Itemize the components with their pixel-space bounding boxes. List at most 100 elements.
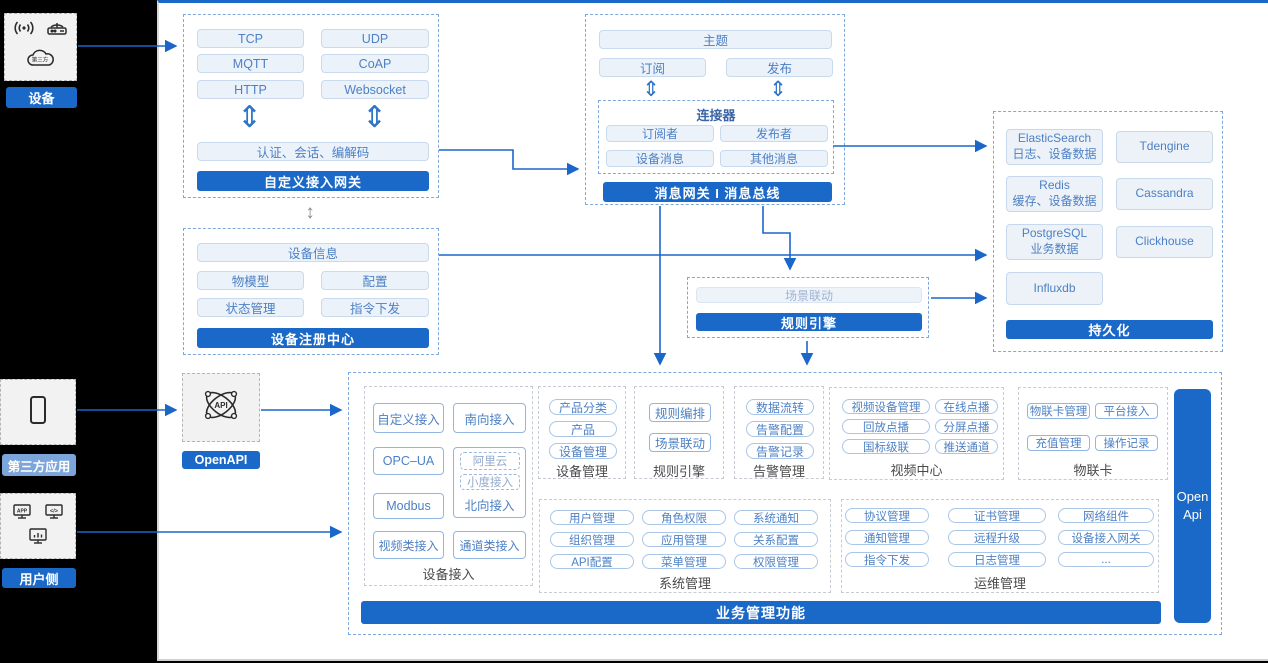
db-cell: Tdengine [1116, 131, 1213, 163]
ops-pill: 协议管理 [845, 508, 929, 523]
section-device-access: 自定义接入 南向接入 OPC–UA 阿里云 小度接入 北向接入 Modbus 视… [364, 386, 533, 586]
app-glyph: APP [17, 508, 28, 514]
access-pill: OPC–UA [373, 447, 444, 475]
section-iot-card: 物联卡管理 平台接入 充值管理 操作记录 物联卡 [1018, 387, 1168, 480]
scene-linkage-pill: 场景联动 [696, 287, 922, 303]
persistence-title-bar: 持久化 [1006, 320, 1213, 339]
device-label: 设备 [6, 87, 77, 108]
message-gateway-box: 主题 订阅 发布 ⇕ ⇕ 连接器 订阅者 发布者 设备消息 其他消息 消息网关 … [585, 14, 845, 205]
device-registry-box: 设备信息 物模型 配置 状态管理 指令下发 设备注册中心 [183, 228, 439, 355]
video-pill: 分屏点播 [935, 419, 998, 434]
db-cell: Cassandra [1116, 178, 1213, 210]
db-cell: PostgreSQL 业务数据 [1006, 224, 1103, 260]
alarm-pill: 告警配置 [746, 421, 814, 437]
section-label: 视频中心 [890, 463, 943, 478]
ops-pill: 设备接入网关 [1058, 530, 1154, 545]
video-pill: 推送通道 [935, 439, 998, 454]
db-name: Tdengine [1139, 139, 1190, 154]
system-pill: 权限管理 [734, 554, 818, 569]
db-cell: Redis 缓存、设备数据 [1006, 176, 1103, 212]
protocol-pill: CoAP [321, 54, 429, 73]
north-access-box: 阿里云 小度接入 北向接入 [453, 447, 526, 518]
device-registry-title-bar: 设备注册中心 [197, 328, 429, 348]
ops-pill: 证书管理 [948, 508, 1046, 523]
publish-pill: 发布 [726, 58, 833, 77]
device-source-box: 第三方 [4, 13, 77, 81]
db-name: Redis [1039, 178, 1070, 193]
cloud-text: 第三方 [31, 56, 48, 64]
system-pill: 角色权限 [642, 510, 726, 525]
signal-icon [13, 20, 35, 41]
system-pill: 菜单管理 [642, 554, 726, 569]
ops-pill: ... [1058, 552, 1154, 567]
rule-engine-mid-box: 场景联动 规则引擎 [687, 277, 929, 338]
system-pill: 关系配置 [734, 532, 818, 547]
subscribe-pill: 订阅 [599, 58, 706, 77]
section-video: 视频设备管理 在线点播 回放点播 分屏点播 国标级联 推送通道 视频中心 [829, 387, 1004, 480]
registry-pill: 配置 [321, 271, 429, 290]
north-sub-pill: 阿里云 [460, 452, 520, 470]
code-monitor-icon: </> [44, 503, 64, 525]
card-pill: 平台接入 [1095, 403, 1158, 419]
router-icon [45, 19, 69, 42]
connector-pill: 其他消息 [720, 150, 828, 167]
persistence-box: ElasticSearch 日志、设备数据 Tdengine Redis 缓存、… [993, 111, 1223, 352]
user-side-label: 用户侧 [2, 568, 76, 588]
north-sub-pill: 小度接入 [460, 474, 520, 490]
protocol-pill: Websocket [321, 80, 429, 99]
openapi-atom-icon: API [198, 384, 244, 431]
up-down-arrow-icon: ⇕ [769, 78, 787, 101]
section-alarm: 数据流转 告警配置 告警记录 告警管理 [734, 386, 824, 479]
business-management-box: 自定义接入 南向接入 OPC–UA 阿里云 小度接入 北向接入 Modbus 视… [348, 372, 1222, 635]
user-side-box: APP </> [0, 493, 76, 559]
video-pill: 在线点播 [935, 399, 998, 414]
rule-pill: 规则编排 [649, 403, 711, 422]
open-api-vertical-bar: Open Api [1174, 389, 1211, 623]
ops-pill: 指令下发 [845, 552, 929, 567]
video-pill: 视频设备管理 [842, 399, 930, 414]
section-system: 用户管理 角色权限 系统通知 组织管理 应用管理 关系配置 API配置 菜单管理… [539, 499, 831, 593]
system-pill: 应用管理 [642, 532, 726, 547]
registry-pill: 指令下发 [321, 298, 429, 317]
connector-pill: 设备消息 [606, 150, 714, 167]
rule-engine-title-bar: 规则引擎 [696, 313, 922, 331]
access-pill: 自定义接入 [373, 403, 444, 433]
section-label: 设备接入 [422, 567, 475, 582]
app-monitor-icon: APP [12, 503, 32, 525]
db-cell: Clickhouse [1116, 226, 1213, 258]
db-name: Clickhouse [1135, 234, 1194, 249]
db-cell: ElasticSearch 日志、设备数据 [1006, 129, 1103, 165]
alarm-pill: 告警记录 [746, 443, 814, 459]
db-name: PostgreSQL [1021, 226, 1088, 241]
registry-pill: 状态管理 [197, 298, 304, 317]
up-down-arrow-icon: ⇕ [642, 78, 660, 101]
section-label: 设备管理 [555, 464, 608, 479]
chart-monitor-icon [27, 527, 49, 550]
card-pill: 物联卡管理 [1027, 403, 1090, 419]
code-glyph: </> [50, 508, 58, 514]
connector-box: 连接器 订阅者 发布者 设备消息 其他消息 [598, 100, 834, 174]
message-gateway-title-bar: 消息网关 I 消息总线 [603, 182, 832, 202]
openapi-label: OpenAPI [182, 451, 260, 469]
db-cell: Influxdb [1006, 272, 1103, 305]
ops-pill: 通知管理 [845, 530, 929, 545]
db-name: ElasticSearch [1017, 131, 1092, 146]
connector-pill: 订阅者 [606, 125, 714, 142]
section-label: 物联卡 [1073, 463, 1113, 478]
protocol-pill: HTTP [197, 80, 304, 99]
access-pill: 视频类接入 [373, 531, 444, 559]
api-icon-text: API [214, 401, 227, 410]
ops-pill: 网络组件 [1058, 508, 1154, 523]
business-title-bar: 业务管理功能 [361, 601, 1161, 624]
db-desc: 业务数据 [1030, 242, 1079, 256]
system-pill: 系统通知 [734, 510, 818, 525]
access-pill: Modbus [373, 493, 444, 519]
section-rule-engine: 规则编排 场景联动 规则引擎 [634, 386, 724, 479]
card-pill: 操作记录 [1095, 435, 1158, 451]
system-pill: 用户管理 [550, 510, 634, 525]
north-access-label: 北向接入 [464, 499, 515, 513]
third-party-label: 第三方应用 [2, 454, 76, 476]
mgmt-pill: 产品分类 [549, 399, 617, 415]
video-pill: 回放点播 [842, 419, 930, 434]
up-down-arrow-icon: ⇕ [237, 101, 263, 134]
